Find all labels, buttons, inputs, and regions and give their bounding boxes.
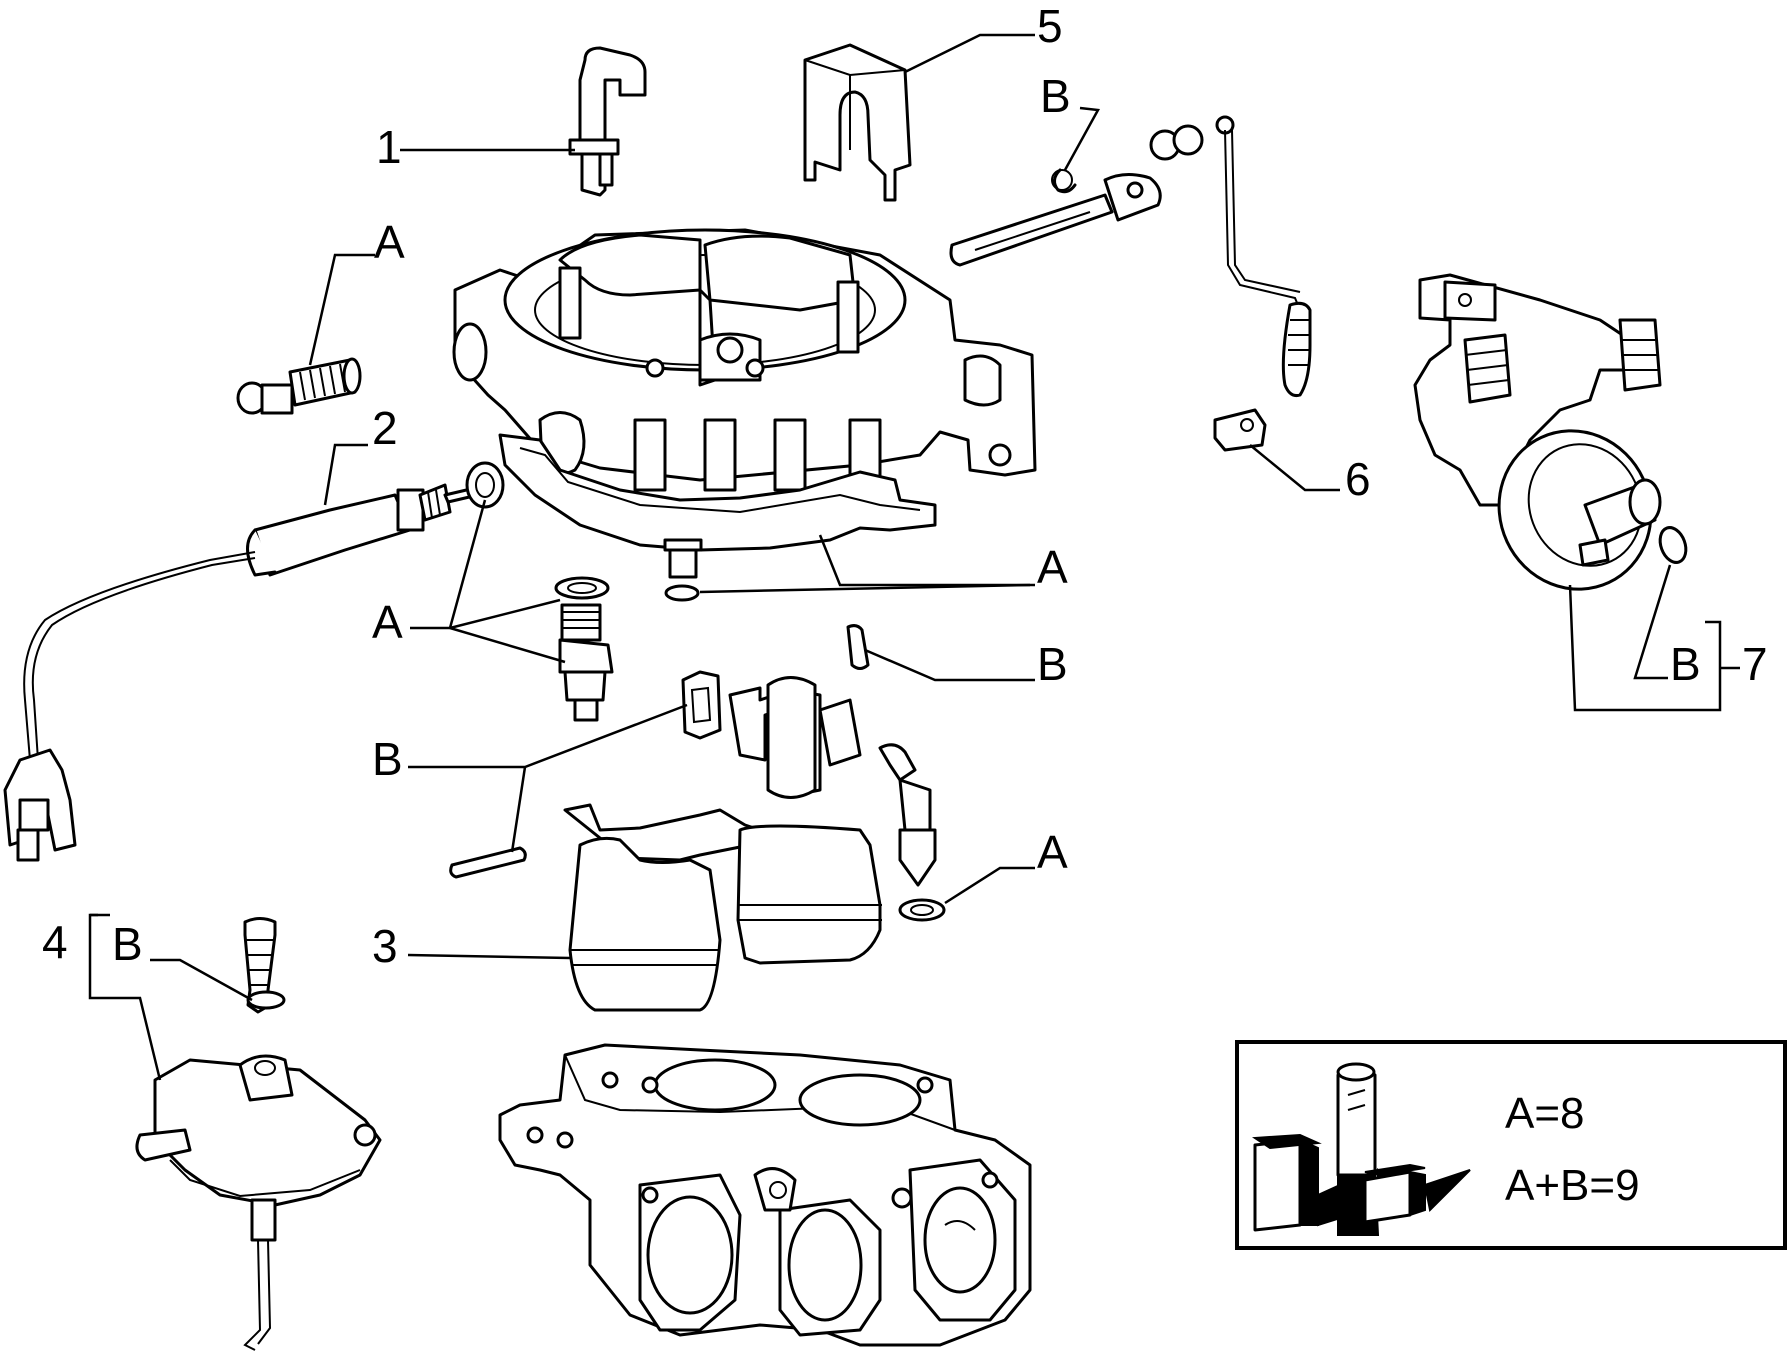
callout-4: 4 [42,916,68,968]
cover-gasket [498,433,937,552]
main-jet [663,538,703,579]
choke-linkage-rod [1149,115,1312,397]
callout-1: 1 [376,121,402,173]
leader-2 [323,443,368,506]
callout-b-circlip: B [1040,70,1071,122]
callout-b-pin: B [1037,638,1068,690]
callout-b-screw: B [112,918,143,970]
float-clip-b [681,670,722,740]
part-4-accelerator-pump [135,917,382,1351]
legend-box: A=8 A+B=9 [1235,1040,1787,1250]
callout-3: 3 [372,920,398,972]
callout-7: 7 [1742,638,1768,690]
leader-6 [1249,444,1340,492]
needle-washer-a [898,898,946,922]
part-5-cover-cap [803,43,912,202]
leader-b-floatpin [408,703,688,853]
leader-b-top [1063,106,1100,171]
legend-line-a: A=8 [1505,1089,1585,1138]
callout-b-vacuum: B [1670,638,1701,690]
leader-a-filter [308,253,375,366]
leader-4 [88,913,162,1081]
callout-b-floatpin: B [372,733,403,785]
leader-b-pin [864,648,1035,682]
leader-b-screw [150,958,253,1002]
part-3-float [563,803,882,1012]
callout-a-filter: A [374,216,405,268]
part-6-clamp [1213,408,1267,452]
leader-b-vacuum [1633,564,1672,680]
leader-a-needle [944,866,1035,905]
float-needle [878,743,937,887]
float-pin-b [846,624,870,670]
callout-5: 5 [1037,0,1063,52]
carburetor-body [498,1043,1032,1347]
carburetor-top-cover [452,228,1037,492]
callout-6: 6 [1345,453,1371,505]
throttle-shaft [949,173,1162,267]
callout-a-gasket: A [1037,541,1068,593]
float-bowl-insert [728,676,862,799]
idle-jet-holder [554,576,614,722]
callout-a-jets: A [372,596,403,648]
leader-3 [407,953,571,960]
leader-a-jets [410,499,566,664]
leader-a-gasket [818,534,1035,587]
washer-a-jet [664,584,700,602]
lubricant-tube-icon [1251,1062,1471,1236]
part-1-elbow-fitting [568,46,647,197]
vacuum-washer-b [1658,526,1688,564]
float-hinge-pin [449,846,527,879]
leader-5 [904,33,1035,74]
part-2-cutoff-solenoid [3,461,505,862]
circlip-b [1051,168,1077,194]
callout-a-needle: A [1037,826,1068,878]
fuel-filter [236,357,362,415]
leader-7 [1568,584,1740,712]
leader-a-washer [699,583,1031,594]
legend-line-ab: A+B=9 [1505,1161,1640,1210]
callout-2: 2 [372,402,398,454]
part-7-vacuum-capsule [1413,273,1662,591]
